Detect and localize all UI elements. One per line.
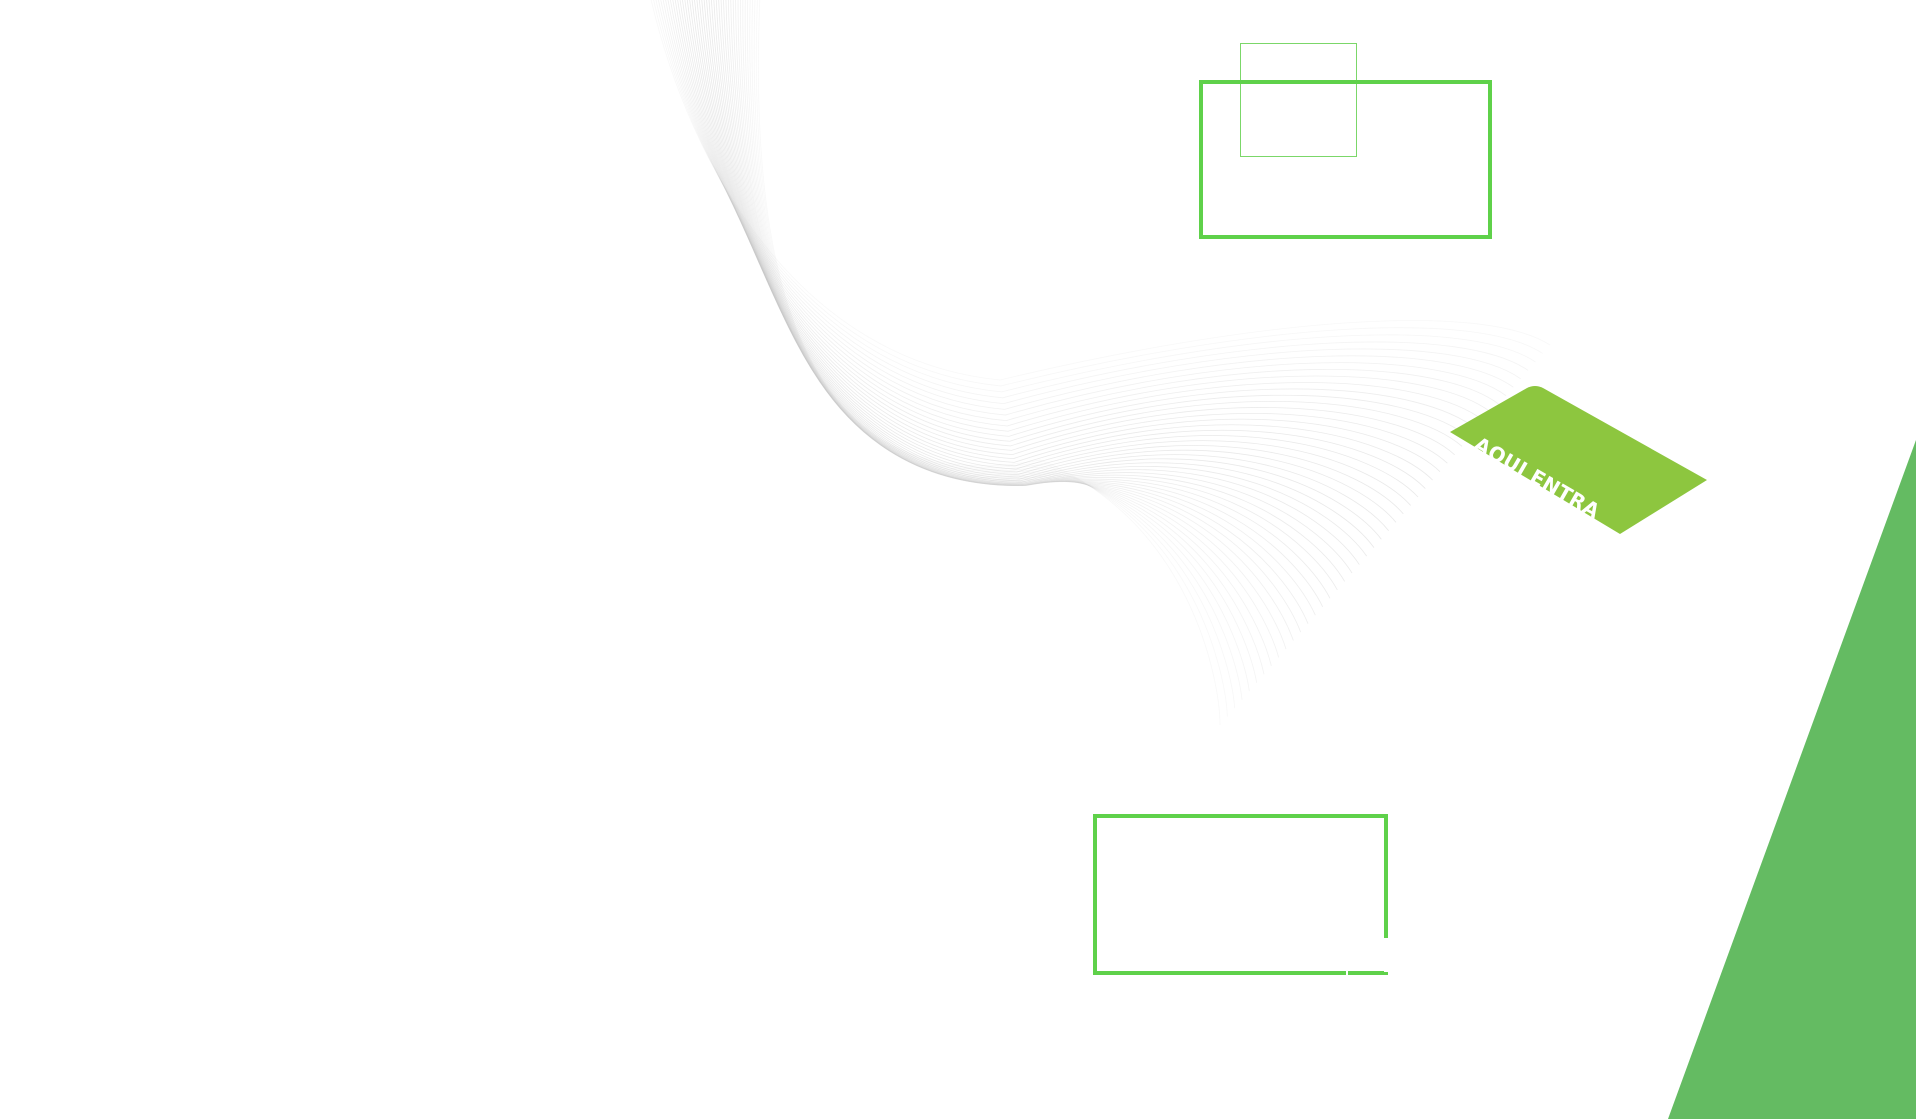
wave-line bbox=[755, 0, 1228, 717]
wave-line bbox=[747, 0, 1258, 683]
frame-gap bbox=[1384, 938, 1388, 972]
message-tag[interactable] bbox=[1450, 384, 1708, 534]
image-placeholder-small[interactable] bbox=[1240, 43, 1357, 157]
corner-triangle-shape bbox=[1668, 440, 1916, 1119]
frame-gap bbox=[1346, 971, 1348, 975]
message-tag-shape bbox=[1450, 386, 1707, 534]
wave-line bbox=[757, 0, 1221, 726]
wave-line bbox=[742, 0, 1272, 666]
wave-line bbox=[753, 0, 1236, 709]
image-placeholder-bottom[interactable] bbox=[1093, 814, 1388, 975]
wave-line bbox=[744, 0, 1265, 675]
wave-line bbox=[740, 0, 1280, 658]
wave-line bbox=[751, 0, 1243, 700]
image-placeholder-top[interactable] bbox=[1199, 80, 1492, 239]
wave-line bbox=[749, 0, 1250, 692]
